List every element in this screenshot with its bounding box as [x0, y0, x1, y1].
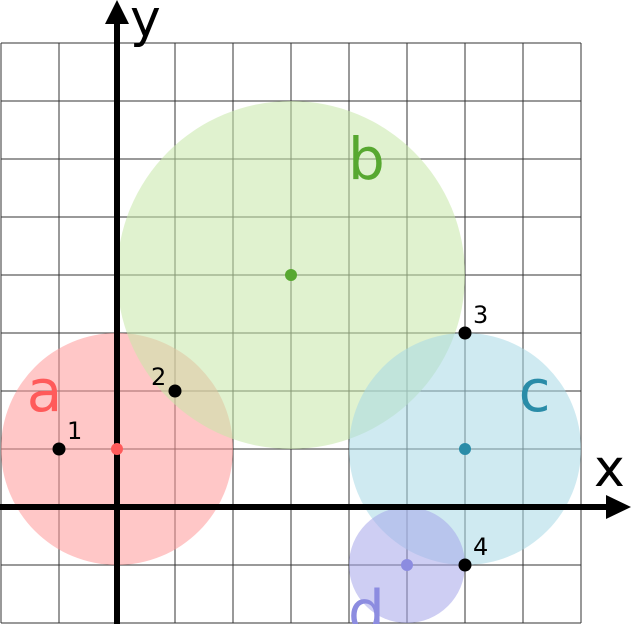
circle-centers: [111, 269, 471, 571]
point-label-4: 4: [473, 533, 488, 561]
circle-label-c: c: [519, 357, 551, 425]
circle-center-b: [285, 269, 297, 281]
points: 1 2 3 4: [52, 301, 488, 572]
circle-center-a: [111, 443, 123, 455]
point-4: [458, 558, 472, 572]
point-1: [52, 442, 66, 456]
point-label-2: 2: [151, 363, 166, 391]
x-axis-arrow-icon: [606, 495, 631, 519]
point-3: [458, 326, 472, 340]
y-axis-label: y: [130, 0, 161, 49]
circle-center-d: [401, 559, 413, 571]
circle-label-a: a: [27, 357, 63, 425]
x-axis-label: x: [594, 439, 625, 499]
point-label-1: 1: [67, 417, 82, 445]
circle-label-b: b: [348, 125, 385, 193]
point-label-3: 3: [473, 301, 488, 329]
circle-label-d: d: [348, 577, 385, 624]
y-axis-arrow-icon: [105, 0, 129, 24]
point-2: [168, 384, 182, 398]
circle-center-c: [459, 443, 471, 455]
